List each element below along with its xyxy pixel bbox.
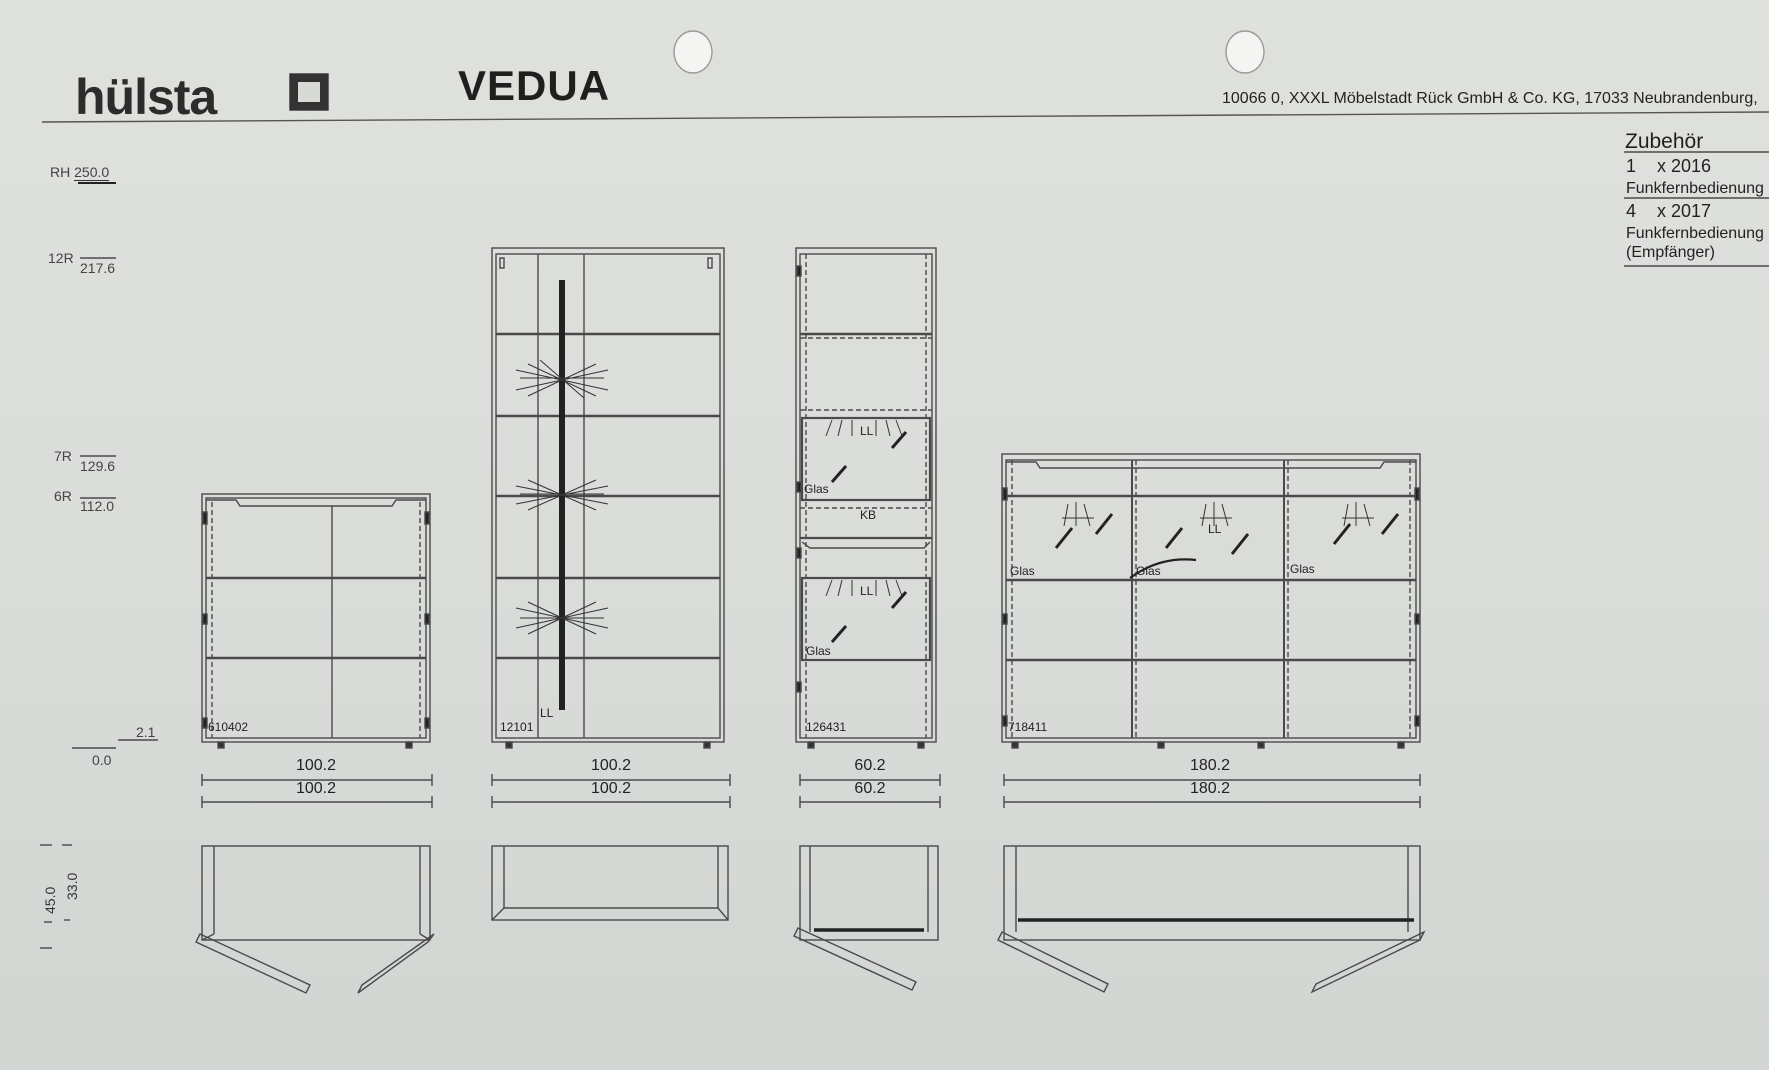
label-glas-unit4-1: Glas: [1010, 564, 1035, 578]
label-ll-unit3-upper: LL: [860, 424, 874, 438]
height-mark-rh: RH 250.0: [50, 164, 110, 181]
height-mark-12r-prefix: 12R: [48, 250, 74, 266]
accessory-2-qty: 4: [1626, 201, 1637, 221]
height-mark-6r-prefix: 6R: [54, 488, 72, 504]
article-126431: 126431: [806, 720, 847, 734]
article-12101: 12101: [500, 720, 534, 734]
unit-126431-top: [793, 845, 939, 991]
accessory-1-code: x 2016: [1657, 156, 1712, 176]
label-glas-unit3-upper: Glas: [804, 482, 829, 496]
accessory-2-desc: Funkfernbedienung: [1626, 225, 1764, 242]
width-unit1-top: 100.2: [295, 757, 337, 774]
accessory-2-desc2: (Empfänger): [1626, 244, 1715, 261]
width-unit4-bottom: 180.2: [1189, 780, 1231, 797]
label-glas-unit4-2: Glas: [1136, 564, 1161, 578]
height-mark-plinth: 2.1: [136, 724, 156, 740]
accessory-1-qty: 1: [1626, 156, 1637, 176]
accessories-title: Zubehör: [1625, 130, 1704, 153]
width-unit3-top: 60.2: [854, 757, 886, 774]
width-unit2-bottom: 100.2: [590, 780, 632, 797]
brand-logo-text: hülsta: [75, 69, 217, 125]
label-ll-unit2: LL: [540, 706, 554, 720]
punch-hole-left: [673, 30, 713, 74]
width-unit3-bottom: 60.2: [854, 780, 886, 797]
unit-610402-front: [201, 493, 431, 749]
height-mark-7r-prefix: 7R: [54, 448, 72, 464]
dimension-lines: [40, 774, 1421, 949]
unit-12101-top: [491, 845, 729, 921]
model-title: VEDUA: [458, 62, 611, 109]
width-unit2-top: 100.2: [590, 757, 632, 774]
width-unit1-bottom: 100.2: [295, 780, 337, 797]
unit-126431-front: [795, 247, 937, 749]
article-718411: 718411: [1008, 720, 1048, 734]
label-ll-unit3-lower: LL: [860, 584, 874, 598]
height-mark-7r-value: 129.6: [80, 458, 116, 474]
width-unit4-top: 180.2: [1189, 757, 1231, 774]
article-610402: 610402: [208, 720, 249, 734]
unit-610402-top: [195, 845, 435, 994]
height-mark-6r-value: 112.0: [80, 498, 114, 514]
unit-718411-front: [1001, 453, 1421, 749]
punch-hole-right: [1225, 30, 1265, 74]
accessory-2-code: x 2017: [1657, 201, 1712, 221]
order-info: 10066 0, XXXL Möbelstadt Rück GmbH & Co.…: [1222, 90, 1758, 107]
depth-mark-outer: 45.0: [42, 886, 58, 914]
depth-mark-inner: 33.0: [64, 872, 80, 900]
accessory-1-desc: Funkfernbedienung: [1626, 180, 1764, 197]
label-glas-unit4-3: Glas: [1290, 562, 1315, 576]
label-ll-unit4: LL: [1208, 522, 1222, 536]
unit-12101-front: [491, 247, 725, 749]
height-mark-12r-value: 217.6: [80, 260, 116, 276]
label-glas-unit3-lower: Glas: [806, 644, 831, 658]
label-kb-unit3: KB: [860, 508, 877, 522]
unit-718411-top: [997, 845, 1426, 994]
height-mark-zero: 0.0: [92, 752, 112, 768]
